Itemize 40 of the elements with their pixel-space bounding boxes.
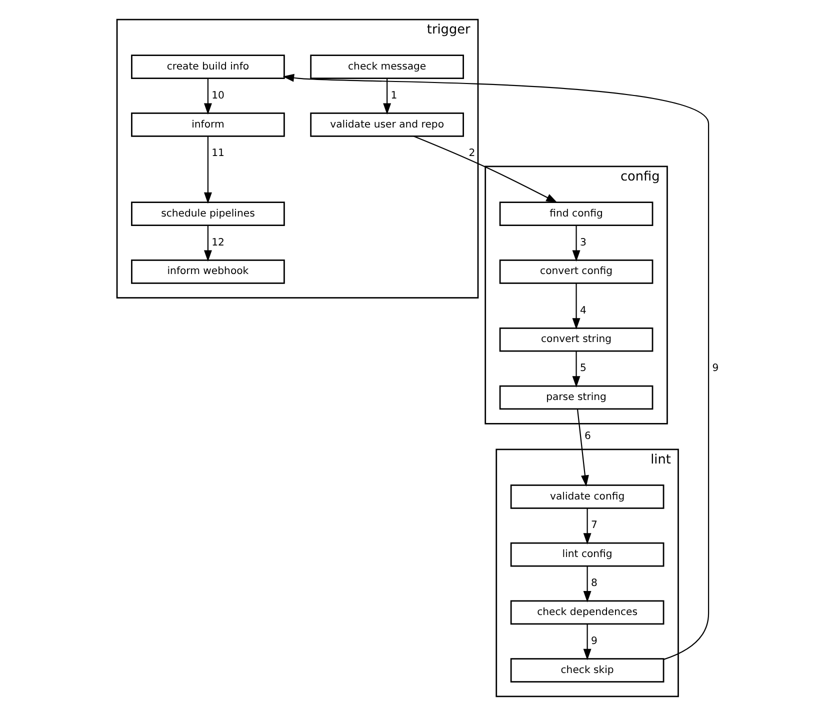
arrow (383, 78, 392, 115)
arrow (572, 351, 580, 388)
edge-label: 9 (590, 636, 598, 647)
arrow (572, 283, 580, 330)
edge-label: 10 (212, 90, 224, 102)
node-box: validate user and repo (310, 112, 464, 137)
arrow (204, 136, 212, 204)
arrow (204, 78, 212, 115)
node-box: parse string (499, 385, 654, 410)
arrow (204, 226, 212, 262)
node-box: convert string (499, 327, 654, 352)
node-box: create build info (131, 54, 285, 79)
node-box: convert config (499, 260, 654, 284)
node-box: inform webhook (131, 260, 285, 284)
arrow (576, 409, 589, 487)
arrow (282, 74, 710, 660)
edge-label: 7 (590, 520, 598, 532)
edge-label: 1 (390, 90, 398, 102)
node-box: schedule pipelines (131, 202, 285, 226)
arrow (572, 226, 580, 262)
arrow (583, 624, 592, 660)
edge-label: 8 (590, 578, 598, 590)
edge-label: 5 (580, 363, 586, 374)
node-box: lint config (510, 542, 664, 567)
arrow (414, 136, 558, 203)
edge-label: 9 (712, 363, 719, 374)
node-box: find config (499, 202, 654, 226)
arrow (583, 566, 592, 602)
node-box: inform (131, 112, 285, 137)
edge-label: 3 (580, 237, 586, 248)
node-box: check skip (510, 658, 664, 682)
edge-label: 12 (212, 237, 224, 248)
node-box: check message (310, 54, 464, 79)
edge-label: 4 (580, 305, 586, 316)
node-box: check dependences (510, 600, 664, 625)
node-box: validate config (510, 484, 664, 509)
edge-label: 11 (212, 148, 224, 160)
edge-label: 2 (468, 148, 476, 160)
arrow (583, 508, 592, 545)
edge-label: 6 (584, 431, 591, 442)
